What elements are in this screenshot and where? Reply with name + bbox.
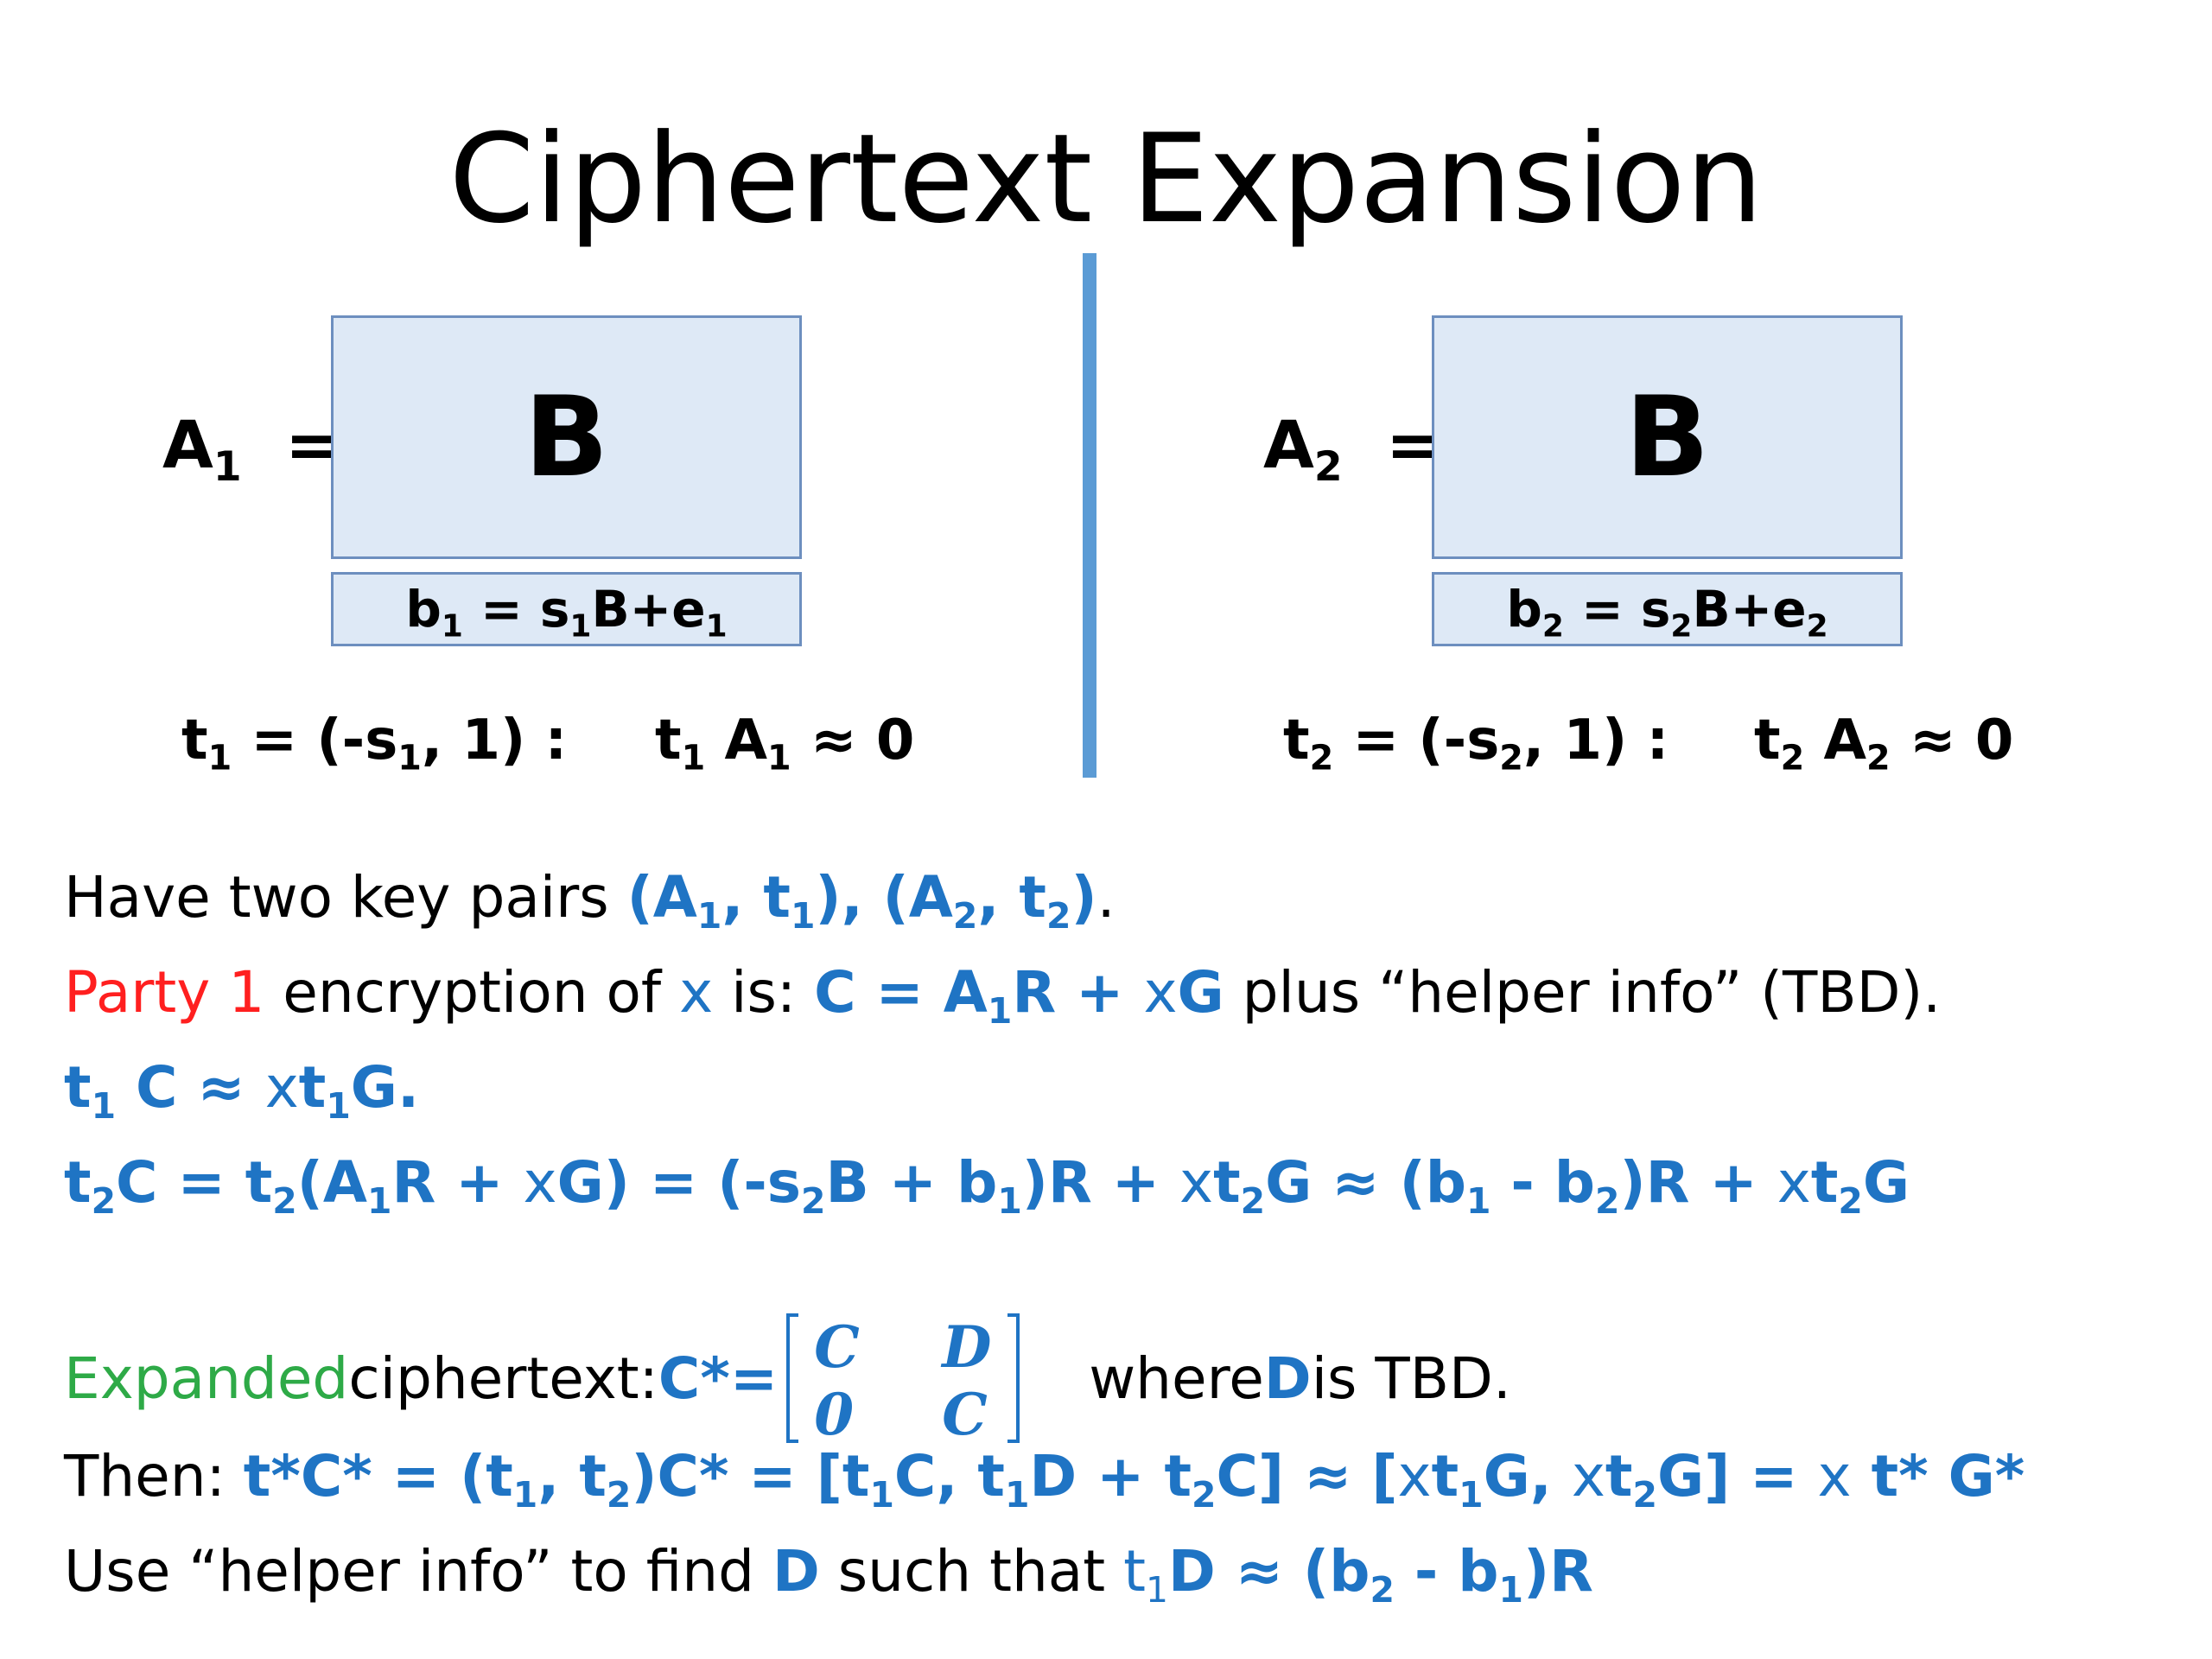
- right-trapdoor-property: t2 A2 ≈ 0: [1754, 709, 2014, 779]
- left-matrix-b-label: B: [524, 372, 609, 502]
- left-matrix-label: A1: [162, 406, 242, 492]
- matrix-cell-c-top: C: [814, 1313, 860, 1381]
- slide-title: Ciphertext Expansion: [448, 108, 1764, 251]
- right-trapdoor-definition: t2 = (-s2, 1) :: [1283, 709, 1669, 779]
- vertical-divider: [1083, 253, 1096, 778]
- matrix-left-bracket: [786, 1313, 799, 1443]
- left-trapdoor-definition: t1 = (-s1, 1) :: [181, 709, 568, 779]
- left-matrix-b-box: B: [331, 315, 802, 559]
- left-trapdoor-property: t1 A1 ≈ 0: [655, 709, 915, 779]
- line-party1-encryption: Party 1 encryption of x is: C = A1R + xG…: [64, 959, 1942, 1033]
- block-matrix: C D 0 C: [786, 1313, 1020, 1443]
- line-expanded-ciphertext: Expanded ciphertext: C* = C D 0 C where …: [64, 1313, 1511, 1448]
- line-key-pairs: Have two key pairs (A1, t1), (A2, t2).: [64, 864, 1116, 938]
- line-t1c: t1 C ≈ xt1G.: [64, 1054, 420, 1128]
- right-matrix-label: A2: [1263, 406, 1343, 492]
- matrix-cell-zero: 0: [814, 1381, 855, 1448]
- line-t2c: t2C = t2(A1R + xG) = (-s2B + b1)R + xt2G…: [64, 1149, 1910, 1223]
- matrix-right-bracket: [1007, 1313, 1020, 1443]
- right-matrix-b-label: B: [1624, 372, 1710, 502]
- right-matrix-row-label: b2 = s2B+e2: [1506, 580, 1828, 645]
- right-matrix-b-box: B: [1432, 315, 1903, 559]
- line-helper-info: Use “helper info” to find D such that t1…: [64, 1538, 1593, 1611]
- matrix-cell-c-bottom: C: [942, 1381, 988, 1448]
- left-matrix-row-box: b1 = s1B+e1: [331, 572, 802, 646]
- matrix-cell-d: D: [942, 1313, 992, 1381]
- left-matrix-row-label: b1 = s1B+e1: [405, 580, 728, 645]
- right-matrix-row-box: b2 = s2B+e2: [1432, 572, 1903, 646]
- line-then: Then: t*C* = (t1, t2)C* = [t1C, t1D + t2…: [64, 1443, 2025, 1516]
